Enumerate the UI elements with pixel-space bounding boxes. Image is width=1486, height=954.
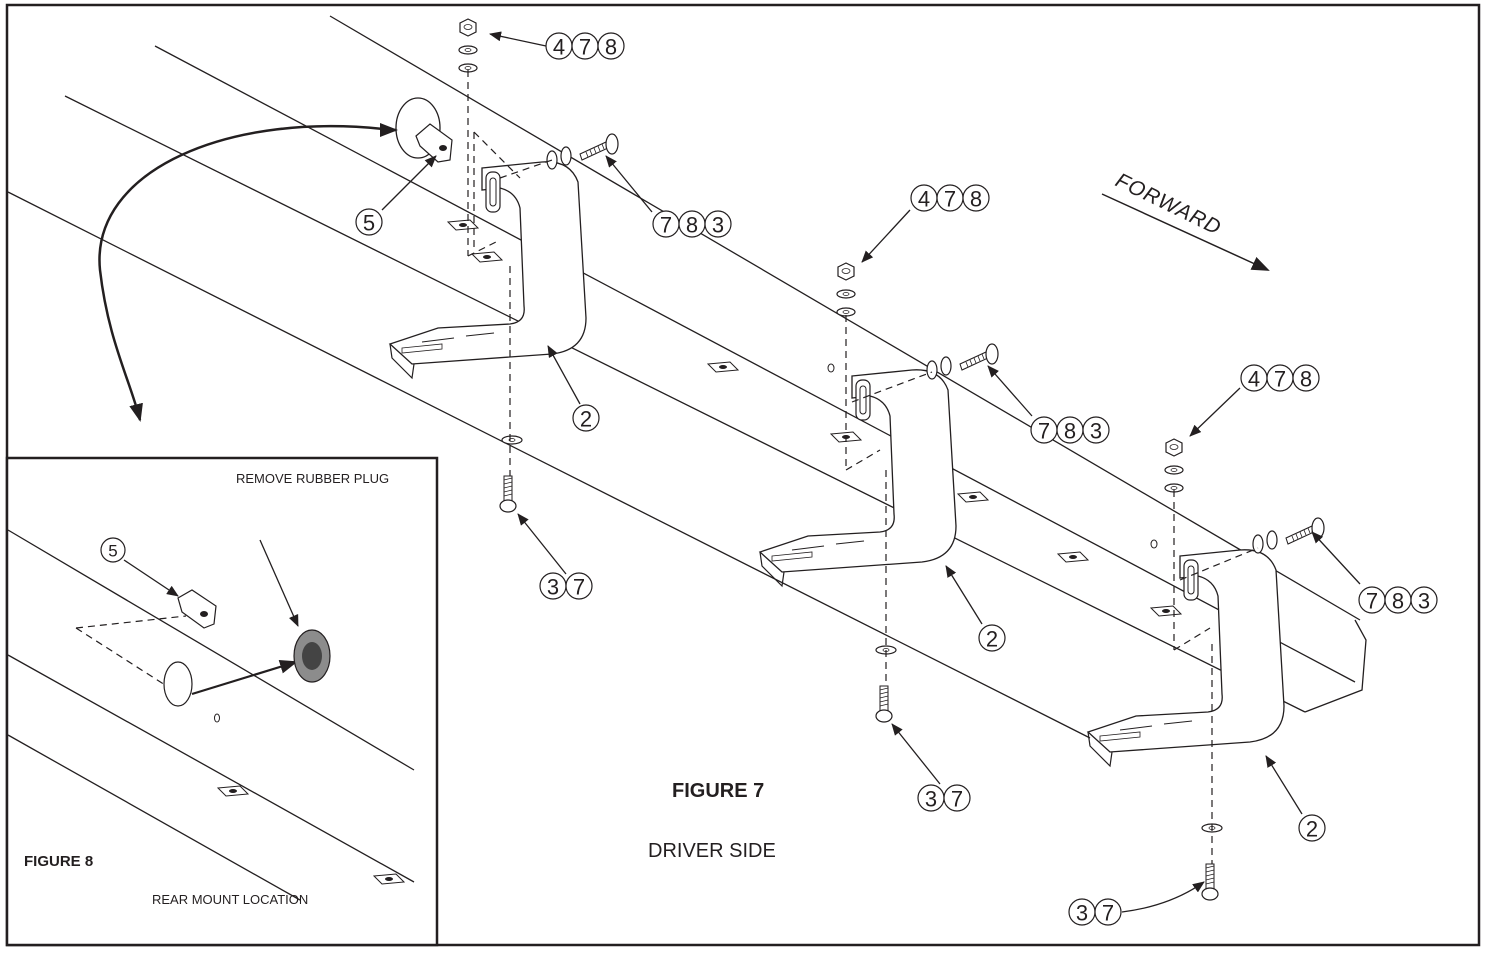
callout-bracket-1: 2 bbox=[547, 345, 600, 432]
callout-number: 2 bbox=[1306, 817, 1318, 842]
rail-slot bbox=[707, 361, 739, 373]
figure-8-top-note: REMOVE RUBBER PLUG bbox=[236, 471, 389, 486]
figure-8-bottom-note: REAR MOUNT LOCATION bbox=[152, 892, 308, 907]
figure-7-title: FIGURE 7 bbox=[672, 780, 764, 802]
mount-hole bbox=[163, 661, 193, 707]
nut-washer-stack bbox=[1164, 438, 1184, 493]
callout-number: 7 bbox=[573, 575, 585, 600]
nut-washer-stack bbox=[458, 18, 478, 73]
callout-side-bolt-2: 7 8 3 bbox=[987, 365, 1110, 444]
callout-number: 7 bbox=[951, 787, 963, 812]
forward-label: FORWARD bbox=[1112, 169, 1225, 240]
bottom-bolt bbox=[1201, 863, 1219, 901]
callout-nut-stack-3: 4 7 8 bbox=[1189, 364, 1320, 437]
callout-number: 7 bbox=[660, 213, 672, 238]
callout-number: 3 bbox=[1076, 901, 1088, 926]
callout-nut-stack-2: 4 7 8 bbox=[861, 184, 990, 263]
nut-washer-stack bbox=[836, 262, 856, 317]
callout-number: 8 bbox=[686, 213, 698, 238]
callout-number: 7 bbox=[1102, 901, 1114, 926]
callout-bottom-bolt-3: 3 7 bbox=[1068, 881, 1205, 926]
callout-number: 7 bbox=[1274, 367, 1286, 392]
callout-number: 5 bbox=[108, 542, 117, 561]
forward-direction-indicator: FORWARD bbox=[1101, 169, 1270, 271]
assembly-guide-lines bbox=[467, 70, 1259, 864]
callout-number: 2 bbox=[986, 627, 998, 652]
callout-number: 3 bbox=[712, 213, 724, 238]
callout-number: 4 bbox=[918, 187, 930, 212]
mounting-bracket bbox=[1087, 549, 1285, 767]
rubber-plug-location bbox=[395, 97, 453, 163]
clip-nut bbox=[177, 589, 217, 629]
callout-number: 8 bbox=[1300, 367, 1312, 392]
callout-bracket-2: 2 bbox=[945, 565, 1006, 652]
rail-slot bbox=[1150, 605, 1182, 617]
callout-bracket-3: 2 bbox=[1265, 755, 1326, 842]
callout-number: 3 bbox=[547, 575, 559, 600]
callout-nut-stack-1: 4 7 8 bbox=[489, 31, 625, 60]
callout-number: 7 bbox=[1038, 419, 1050, 444]
rail-slot bbox=[1057, 551, 1089, 563]
callout-number: 3 bbox=[1090, 419, 1102, 444]
mounting-bracket bbox=[759, 369, 957, 587]
figure-8-title: FIGURE 8 bbox=[24, 853, 93, 870]
callout-side-bolt-3: 7 8 3 bbox=[1311, 531, 1438, 614]
callout-number: 4 bbox=[1248, 367, 1260, 392]
running-board-rail bbox=[7, 15, 1367, 739]
side-bolt-assembly bbox=[1252, 517, 1325, 554]
side-bolt-assembly bbox=[926, 343, 999, 380]
mounting-bracket bbox=[389, 161, 587, 379]
callout-number: 8 bbox=[970, 187, 982, 212]
rail-slot bbox=[957, 491, 989, 503]
callout-number: 8 bbox=[1392, 589, 1404, 614]
rail-slot bbox=[471, 251, 503, 263]
callout-number: 3 bbox=[1418, 589, 1430, 614]
callout-number: 7 bbox=[579, 35, 591, 60]
callout-bottom-bolt-2: 3 7 bbox=[891, 723, 971, 812]
callout-number: 8 bbox=[1064, 419, 1076, 444]
callout-number: 3 bbox=[925, 787, 937, 812]
callout-number: 7 bbox=[1366, 589, 1378, 614]
callout-number: 5 bbox=[363, 211, 375, 236]
detail-reference-arrow bbox=[98, 124, 393, 422]
callout-number: 8 bbox=[605, 35, 617, 60]
callout-number: 7 bbox=[944, 187, 956, 212]
callout-number: 2 bbox=[580, 407, 592, 432]
washer bbox=[501, 435, 523, 445]
callout-side-bolt-1: 7 8 3 bbox=[605, 155, 732, 238]
figure-8-inset: REMOVE RUBBER PLUG 5 FIGURE 8 REAR MOUNT… bbox=[5, 456, 439, 947]
callout-clip-nut: 5 bbox=[355, 155, 437, 236]
bottom-bolt bbox=[875, 685, 893, 723]
bottom-bolt bbox=[499, 475, 517, 513]
callout-bottom-bolt-1: 3 7 bbox=[517, 513, 593, 600]
figure-7-subtitle: DRIVER SIDE bbox=[648, 840, 776, 862]
callout-number: 4 bbox=[553, 35, 565, 60]
